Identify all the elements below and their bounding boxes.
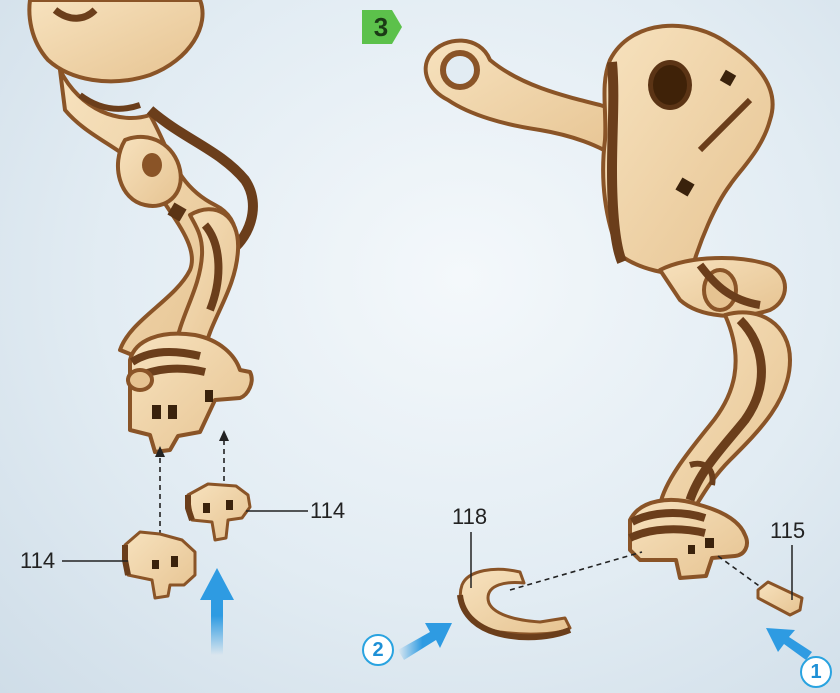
callout-1: 1: [800, 656, 832, 688]
insert-arrow-1: [766, 628, 812, 660]
part-115: [758, 582, 802, 615]
callout-2: 2: [362, 634, 394, 666]
insert-arrow-2: [398, 623, 452, 660]
part-114-lower: [125, 532, 195, 598]
part-114-upper: [188, 484, 250, 540]
right-leg: [426, 26, 790, 578]
part-118: [460, 569, 570, 637]
step-number: 3: [362, 10, 400, 44]
guide-arrowhead: [219, 430, 229, 441]
left-leg: [29, 0, 253, 452]
insert-arrow-up: [200, 568, 234, 655]
part-label-114-lower: 114: [20, 550, 55, 572]
part-label-115: 115: [770, 520, 805, 542]
part-label-118: 118: [452, 506, 487, 528]
part-label-114-upper: 114: [310, 500, 345, 522]
